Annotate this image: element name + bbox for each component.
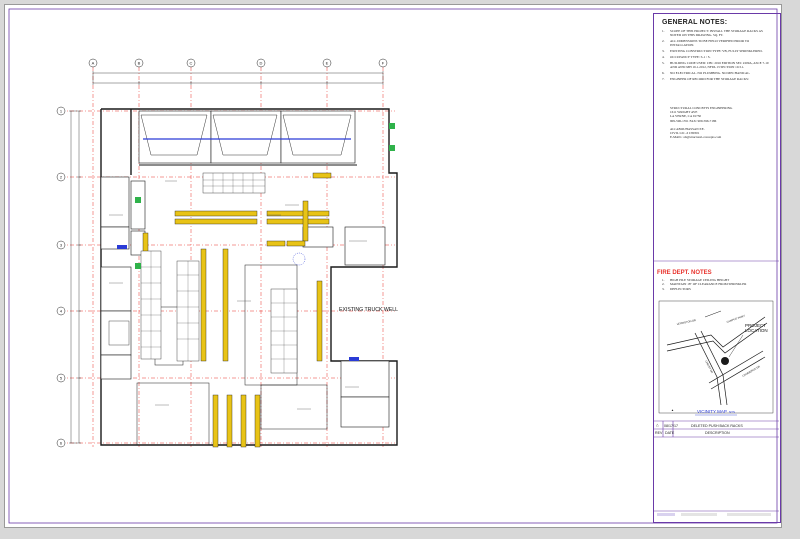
- fire-note-item: 3. DEFLECTORS: [662, 287, 774, 291]
- note-text: ALL DIMENSIONS TO BE FIELD VERIFIED PRIO…: [670, 39, 750, 48]
- fire-note-item: 1. HIGH PILE STORAGE CEILING HEIGHT: [662, 278, 774, 282]
- note-number: 5.: [662, 61, 665, 66]
- vicinity-map-title: VICINITY MAP: [697, 409, 727, 414]
- note-text: MAINTAIN 18" OF CLEARANCE FROM SPRINKLER: [670, 282, 747, 287]
- grid-bubble-label: 6: [60, 441, 63, 446]
- grid-bubble-label: E: [326, 61, 329, 66]
- engineer-contact-block: STRUCTURAL CONCEPTS ENGINEERING 1611 WRI…: [670, 106, 733, 140]
- micro-annotation-lines: [109, 180, 367, 410]
- general-note-item: 5. BUILDING CODE USED: CBC 2016 EDITION S…: [662, 61, 774, 70]
- right-rooms: [302, 226, 390, 428]
- drawing-sheet: A B C D E F 1 2 3 4 5 6: [4, 4, 782, 528]
- revision-header-date: DATE: [665, 431, 675, 435]
- grid-bubbles-left: 1 2 3 4 5 6: [56, 106, 66, 448]
- grid-bubble-label: B: [138, 61, 141, 66]
- grid-bubble-label: 1: [60, 109, 63, 114]
- note-text: OCCUPANCY TYPE: S-1 / S.: [670, 55, 711, 60]
- truck-well-label: EXISTING TRUCK WELL: [339, 307, 398, 313]
- project-label-line1: PROJECT: [745, 323, 766, 328]
- north-arrow-icon: ▲: [671, 408, 674, 412]
- note-number: 3.: [662, 286, 665, 291]
- title-block: [653, 13, 781, 523]
- grid-bubble-label: F: [382, 61, 385, 66]
- title-block-footer: [657, 513, 771, 516]
- project-location-marker: [721, 357, 729, 365]
- general-notes-list: 1. SCOPE OF THIS PROJECT: INSTALL THE STO…: [662, 29, 774, 83]
- grid-bubble-label: A: [92, 61, 95, 66]
- project-label-line2: LOCATION: [745, 328, 768, 333]
- vicinity-map-scale: NTS: [729, 410, 735, 414]
- revision-triangle-icon: △: [656, 423, 659, 427]
- grid-bubbles-top: A B C D E F: [88, 58, 388, 68]
- note-number: 1.: [662, 29, 665, 33]
- note-text: DEFLECTORS: [670, 286, 691, 291]
- grid-bubble-label: D: [260, 61, 263, 66]
- pallet-grid-lines: [141, 173, 297, 373]
- note-text: NO ELECTRICAL. NO PLUMBING. NO MECHANICA…: [670, 71, 751, 76]
- title-block-lines: [653, 260, 779, 512]
- general-note-item: 4. OCCUPANCY TYPE: S-1 / S.: [662, 55, 774, 59]
- grid-bubble-label: 4: [60, 309, 63, 314]
- fire-dept-notes-list: 1. HIGH PILE STORAGE CEILING HEIGHT 2. MAI…: [662, 278, 774, 291]
- floor-plan-drawing: A B C D E F 1 2 3 4 5 6: [8, 8, 779, 524]
- note-number: 1.: [662, 278, 665, 282]
- fire-note-item: 2. MAINTAIN 18" OF CLEARANCE FROM SPRINKL…: [662, 282, 774, 286]
- grid-bubble-label: 5: [60, 376, 63, 381]
- general-note-item: 1. SCOPE OF THIS PROJECT: INSTALL THE STO…: [662, 29, 774, 38]
- revision-header-description: DESCRIPTION: [705, 431, 730, 435]
- revision-date: 08/17/17: [664, 424, 678, 428]
- dock-shelters: [138, 110, 357, 166]
- revision-description: DELETED PUSH BACK RACKS: [691, 424, 743, 428]
- note-text: ENGINEER OF RECORD FOR THE STORAGE RACKS…: [670, 77, 749, 82]
- general-notes-title: GENERAL NOTES:: [662, 19, 728, 26]
- storage-racks: [142, 172, 332, 448]
- note-number: 7.: [662, 77, 665, 82]
- dimension-strings: [69, 71, 384, 444]
- sheet-border: [8, 8, 778, 524]
- grid-bubble-label: 3: [60, 243, 63, 248]
- vicinity-map: PROJECT LOCATION LEXINGTON DR CAMPUS PKW…: [658, 300, 774, 416]
- general-note-item: 3. EXISTING CONSTRUCTION TYPE: VB, FULLY …: [662, 49, 774, 53]
- note-number: 3.: [662, 49, 665, 54]
- street-label: LEXINGTON DR: [676, 318, 696, 326]
- project-location-label: PROJECT LOCATION: [745, 323, 768, 333]
- general-note-item: 7. ENGINEER OF RECORD FOR THE STORAGE RAC…: [662, 77, 774, 81]
- note-number: 2.: [662, 39, 665, 44]
- note-text: HIGH PILE STORAGE CEILING HEIGHT: [670, 278, 730, 282]
- note-text: SCOPE OF THIS PROJECT: INSTALL THE STORA…: [670, 29, 763, 38]
- revision-header-rev: REV: [655, 431, 663, 435]
- grid-bubble-label: C: [190, 61, 193, 66]
- grid-bubble-label: 2: [60, 175, 63, 180]
- note-text: BUILDING CODE USED: CBC 2016 EDITION SEC…: [670, 61, 769, 70]
- equipment-markers: [117, 123, 395, 361]
- general-note-item: 6. NO ELECTRICAL. NO PLUMBING. NO MECHANI…: [662, 71, 774, 75]
- general-note-item: 2. ALL DIMENSIONS TO BE FIELD VERIFIED PR…: [662, 39, 774, 48]
- left-offices: [100, 176, 146, 380]
- street-label: CHRIST DR: [704, 360, 714, 374]
- street-label: CAMPUS PKWY: [726, 313, 746, 324]
- note-number: 6.: [662, 71, 665, 76]
- fire-dept-notes-title: FIRE DEPT. NOTES: [657, 270, 712, 276]
- note-number: 2.: [662, 282, 665, 287]
- note-text: EXISTING CONSTRUCTION TYPE: VB, FULLY SP…: [670, 49, 763, 54]
- note-number: 4.: [662, 55, 665, 60]
